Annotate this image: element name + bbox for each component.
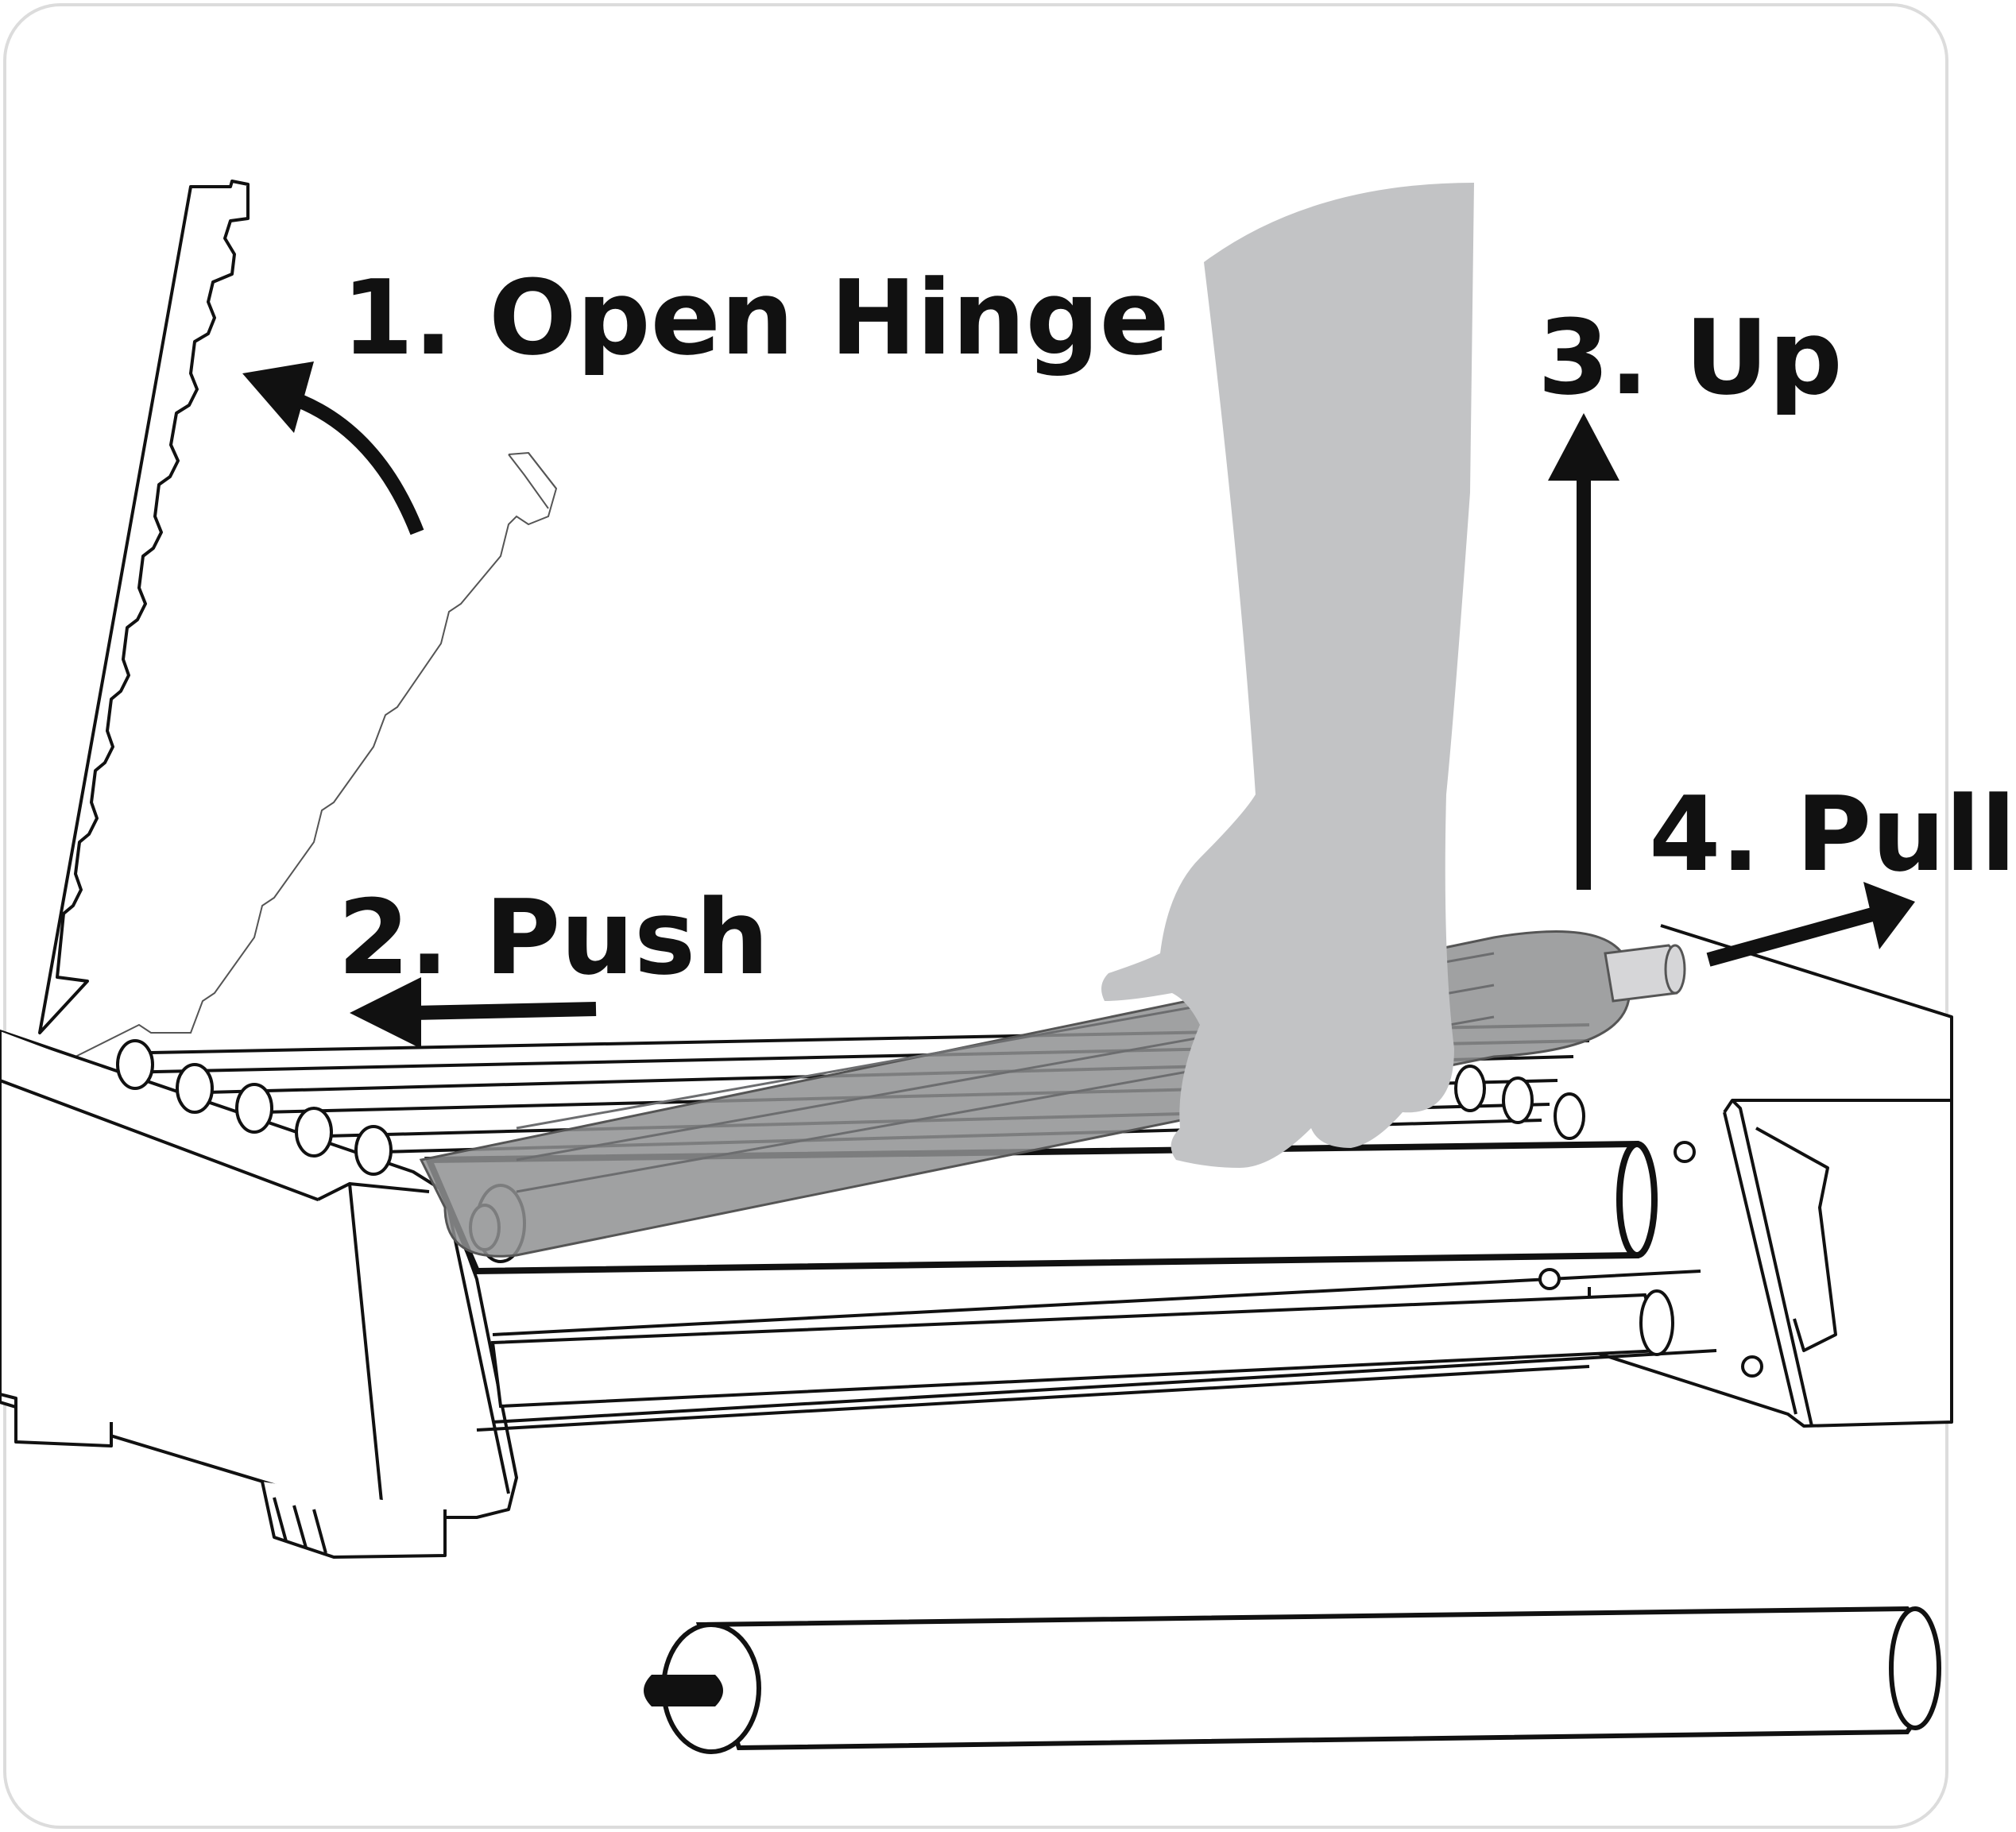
roller-end-2	[176, 1063, 214, 1114]
step-1-label: 1. Open Hinge	[342, 257, 1170, 378]
roller-removal-diagram	[0, 3, 1953, 1829]
roller-end-7	[1502, 1076, 1534, 1124]
roller-end-8	[1554, 1092, 1585, 1140]
hinge-arm-open	[38, 180, 250, 1034]
roller-end-4	[295, 1107, 333, 1158]
frame-border	[3, 3, 1948, 1829]
step-2-label: 2. Push	[338, 877, 769, 998]
arrow-pull-icon	[1706, 882, 1915, 967]
roller-end-5	[354, 1125, 393, 1176]
removed-roller	[661, 1606, 1941, 1754]
machine-base	[0, 924, 1953, 1559]
step-4-label: 4. Pull	[1649, 774, 2016, 895]
roller-end-1	[116, 1039, 154, 1090]
hinge-arm-ghost	[75, 451, 558, 1057]
arrow-open-hinge-icon	[242, 361, 424, 535]
removed-roller-shaft	[644, 1675, 723, 1706]
step-3-label: 3. Up	[1538, 297, 1843, 418]
hand	[1101, 183, 1474, 1168]
arrow-up-icon	[1548, 413, 1619, 890]
arrow-push-icon	[350, 977, 597, 1049]
roller-end-3	[235, 1083, 273, 1134]
roller-end-6	[1454, 1065, 1486, 1112]
